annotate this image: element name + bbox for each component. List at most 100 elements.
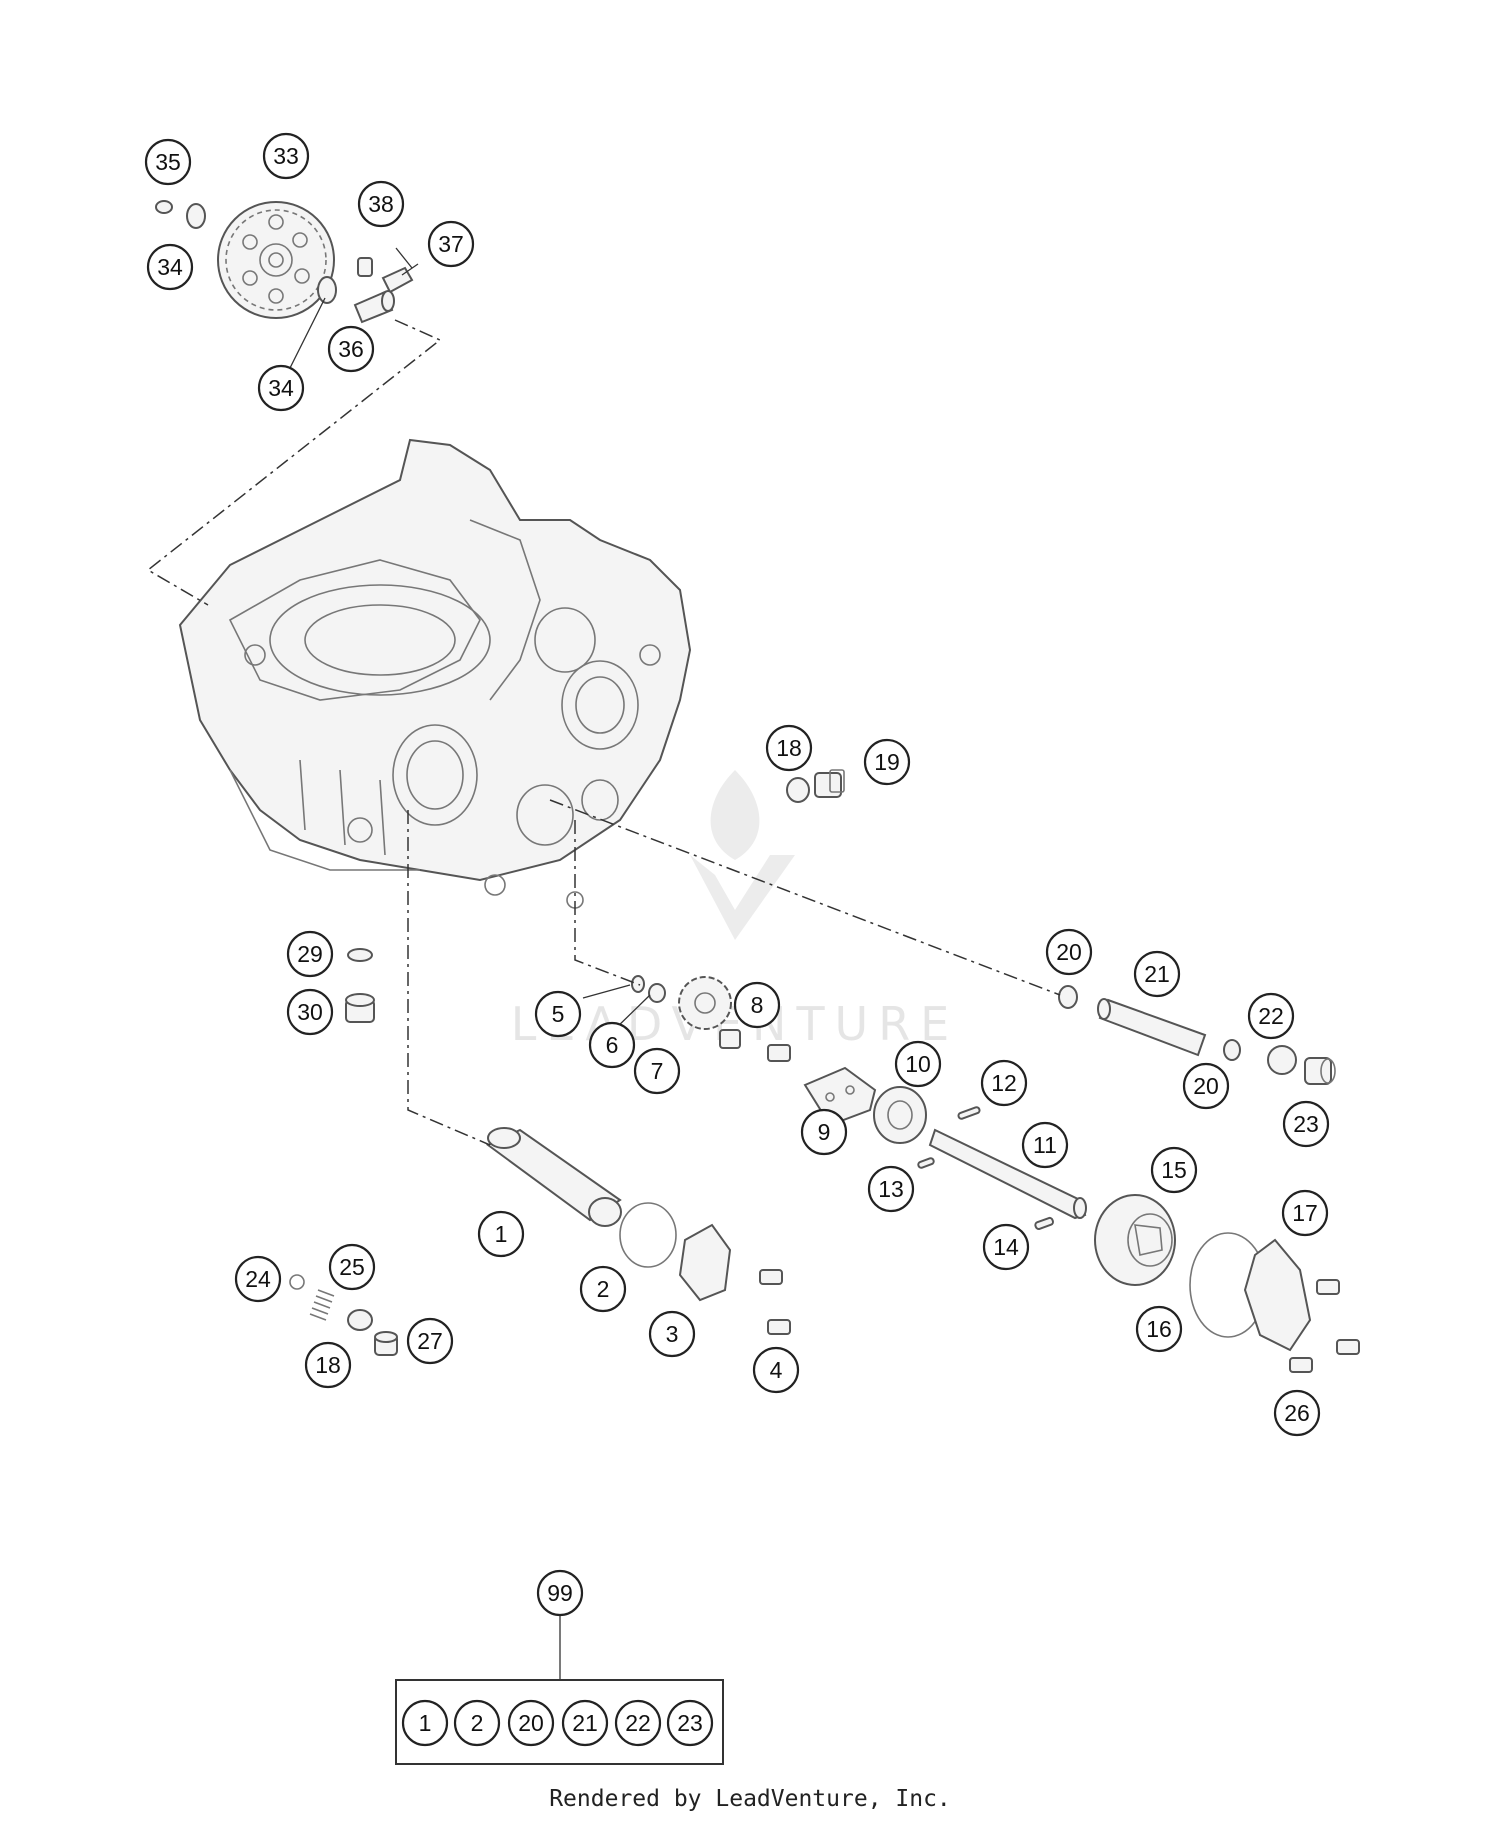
bolt-8b-illustration (767, 1044, 791, 1062)
oring-20-upper-illustration (1058, 985, 1078, 1009)
callout-12: 12 (980, 1059, 1028, 1107)
pin-12-illustration (957, 1106, 981, 1120)
callout-circle (1247, 992, 1295, 1040)
callout-circle (863, 738, 911, 786)
callout-circle (980, 1059, 1028, 1107)
pin-13-illustration (917, 1157, 935, 1169)
callout-circle (894, 1040, 942, 1088)
callout-34: 34 (146, 243, 194, 291)
callout-8: 8 (733, 981, 781, 1029)
callout-circle (648, 1310, 696, 1358)
callout-circle (1273, 1389, 1321, 1437)
callout-label: 7 (651, 1058, 664, 1084)
callout-circle (234, 1255, 282, 1303)
gear-33-illustration (217, 201, 335, 319)
callout-label: 5 (552, 1001, 565, 1027)
callout-30: 30 (286, 988, 334, 1036)
callout-label: 9 (818, 1119, 831, 1145)
callout-label: 21 (1144, 961, 1170, 987)
callout-circle (752, 1346, 800, 1394)
callout-label: 4 (770, 1357, 783, 1383)
washer-6-illustration (648, 983, 666, 1003)
leader-lines (289, 247, 651, 1033)
kit-item-label: 20 (518, 1710, 544, 1736)
bolt-26c-illustration (1289, 1357, 1313, 1373)
callout-2: 2 (579, 1265, 627, 1313)
callout-20: 20 (1182, 1062, 1230, 1110)
callout-33: 33 (262, 132, 310, 180)
callout-label: 99 (547, 1580, 573, 1606)
callout-label: 37 (438, 231, 464, 257)
pin-36-illustration (353, 290, 395, 324)
kit-item-23: 23 (666, 1699, 714, 1747)
callout-10: 10 (894, 1040, 942, 1088)
callout-label: 1 (495, 1221, 508, 1247)
callout-26: 26 (1273, 1389, 1321, 1437)
callout-circle (579, 1265, 627, 1313)
bolt-26b-illustration (1336, 1339, 1360, 1355)
callout-11: 11 (1021, 1121, 1069, 1169)
callout-label: 3 (666, 1321, 679, 1347)
crankcase-illustration (178, 438, 692, 909)
callout-circle (357, 180, 405, 228)
callout-label: 20 (1193, 1073, 1219, 1099)
callout-17: 17 (1281, 1189, 1329, 1237)
callout-label: 20 (1056, 939, 1082, 965)
callout-label: 18 (315, 1352, 341, 1378)
callout-label: 16 (1146, 1316, 1172, 1342)
callout-20: 20 (1045, 928, 1093, 976)
callout-circle (327, 325, 375, 373)
kit-item-circle (401, 1699, 449, 1747)
plug-23-illustration (1304, 1057, 1336, 1085)
callout-5: 5 (534, 990, 582, 1038)
callout-label: 17 (1292, 1200, 1318, 1226)
callout-label: 13 (878, 1176, 904, 1202)
callout-25: 25 (328, 1243, 376, 1291)
callout-label: 11 (1033, 1132, 1057, 1158)
callout-circle (1150, 1146, 1198, 1194)
callout-circle (1182, 1062, 1230, 1110)
callout-label: 25 (339, 1254, 365, 1280)
kit-item-circle (507, 1699, 555, 1747)
pump-housing-15-illustration (1094, 1194, 1176, 1286)
callout-circle (1045, 928, 1093, 976)
callout-label: 33 (273, 143, 299, 169)
callout-circle (477, 1210, 525, 1258)
kit-item-21: 21 (561, 1699, 609, 1747)
bracket-37-illustration (381, 266, 414, 294)
callout-24: 24 (234, 1255, 282, 1303)
callout-label: 2 (597, 1276, 610, 1302)
pin-14-illustration (1034, 1216, 1054, 1230)
callout-circle (427, 220, 475, 268)
washer-18-lower-illustration (347, 1309, 373, 1331)
callout-circle (982, 1223, 1030, 1271)
callout-circle (633, 1047, 681, 1095)
kit-item-label: 1 (419, 1710, 432, 1736)
callout-circle (588, 1021, 636, 1069)
kit-item-circle (453, 1699, 501, 1747)
callout-label: 29 (297, 941, 323, 967)
filter-1-illustration (486, 1127, 622, 1227)
circlip-35-illustration (155, 200, 173, 214)
callout-label: 35 (155, 149, 181, 175)
callout-label: 34 (268, 375, 294, 401)
rotor-10-illustration (873, 1086, 927, 1144)
kit-item-label: 23 (677, 1710, 703, 1736)
callout-circle (144, 138, 192, 186)
callout-circle (1282, 1100, 1330, 1148)
callout-label: 26 (1284, 1400, 1310, 1426)
callout-label: 12 (991, 1070, 1017, 1096)
callout-14: 14 (982, 1223, 1030, 1271)
kit-item-label: 2 (471, 1710, 484, 1736)
footer-credit: Rendered by LeadVenture, Inc. (549, 1786, 951, 1812)
callout-circle (867, 1165, 915, 1213)
callout-label: 27 (417, 1328, 443, 1354)
callout-23: 23 (1282, 1100, 1330, 1148)
callout-16: 16 (1135, 1305, 1183, 1353)
callout-9: 9 (800, 1108, 848, 1156)
callout-label: 6 (606, 1032, 619, 1058)
callout-35: 35 (144, 138, 192, 186)
callout-circle (328, 1243, 376, 1291)
washer-34-top-illustration (186, 203, 206, 229)
